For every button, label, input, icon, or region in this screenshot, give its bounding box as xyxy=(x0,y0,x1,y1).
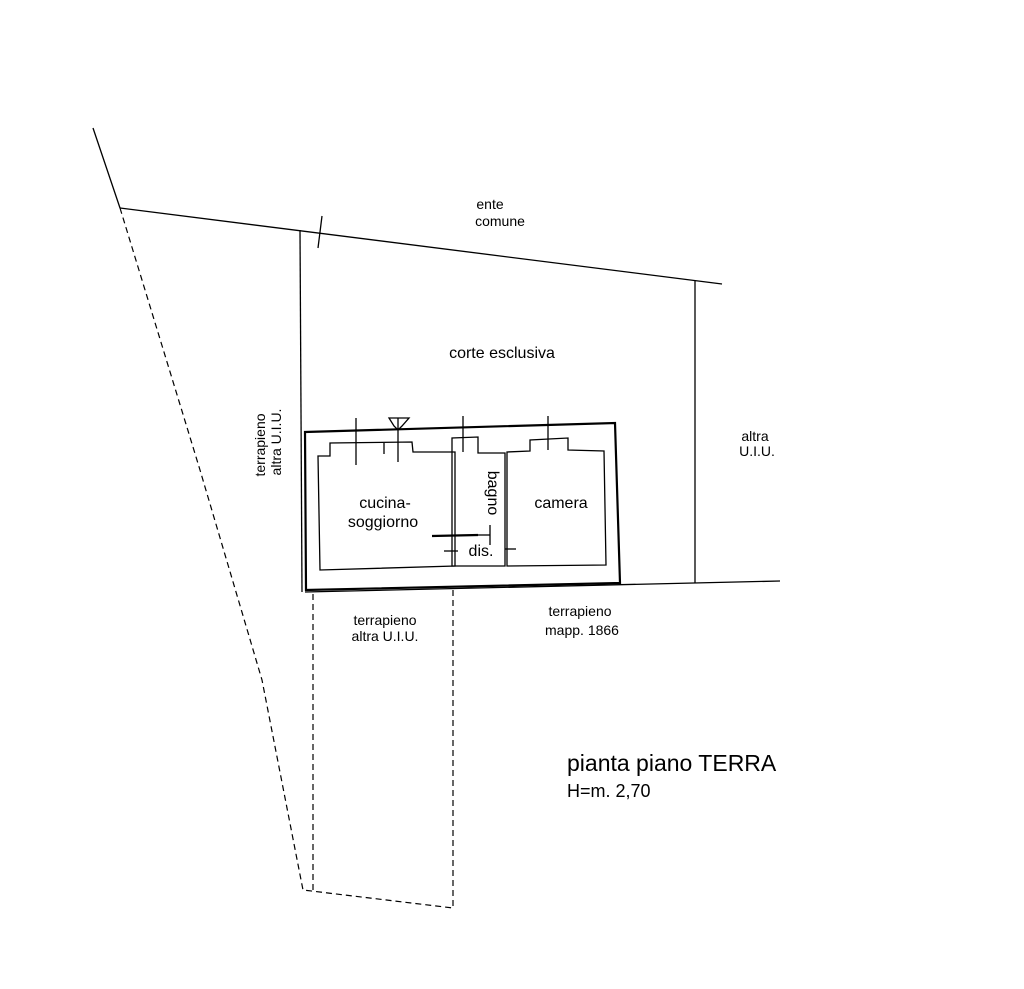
labels: ente comune corte esclusiva terrapieno a… xyxy=(252,196,775,644)
label-corte-esclusiva: corte esclusiva xyxy=(449,345,555,362)
room-soggiorno: soggiorno xyxy=(348,514,418,531)
label-terrapieno-mapp: terrapieno xyxy=(548,603,611,619)
room-cucina: cucina- xyxy=(359,495,411,512)
boundary-lines xyxy=(92,127,781,909)
building xyxy=(303,416,622,592)
label-ente: ente xyxy=(476,196,503,212)
title-block: pianta piano TERRA H=m. 2,70 xyxy=(567,750,777,801)
label-left-altra-uiu: altra U.I.U. xyxy=(268,409,284,476)
label-right-altra: altra xyxy=(741,428,768,444)
plan-height: H=m. 2,70 xyxy=(567,781,651,801)
room-bagno: bagno xyxy=(484,471,501,516)
plan-title: pianta piano TERRA xyxy=(567,750,777,776)
room-camera: camera xyxy=(534,495,587,512)
label-bottom-altra-uiu: altra U.I.U. xyxy=(352,628,419,644)
label-left-terrapieno: terrapieno xyxy=(252,413,268,476)
label-mapp-1866: mapp. 1866 xyxy=(545,622,619,638)
label-comune: comune xyxy=(475,213,525,229)
room-labels: cucina- soggiorno bagno camera dis. xyxy=(348,471,588,560)
entrance-arrow-icon xyxy=(387,417,411,431)
label-bottom-terrapieno: terrapieno xyxy=(353,612,416,628)
room-dis: dis. xyxy=(469,543,494,560)
label-right-uiu: U.I.U. xyxy=(739,443,775,459)
